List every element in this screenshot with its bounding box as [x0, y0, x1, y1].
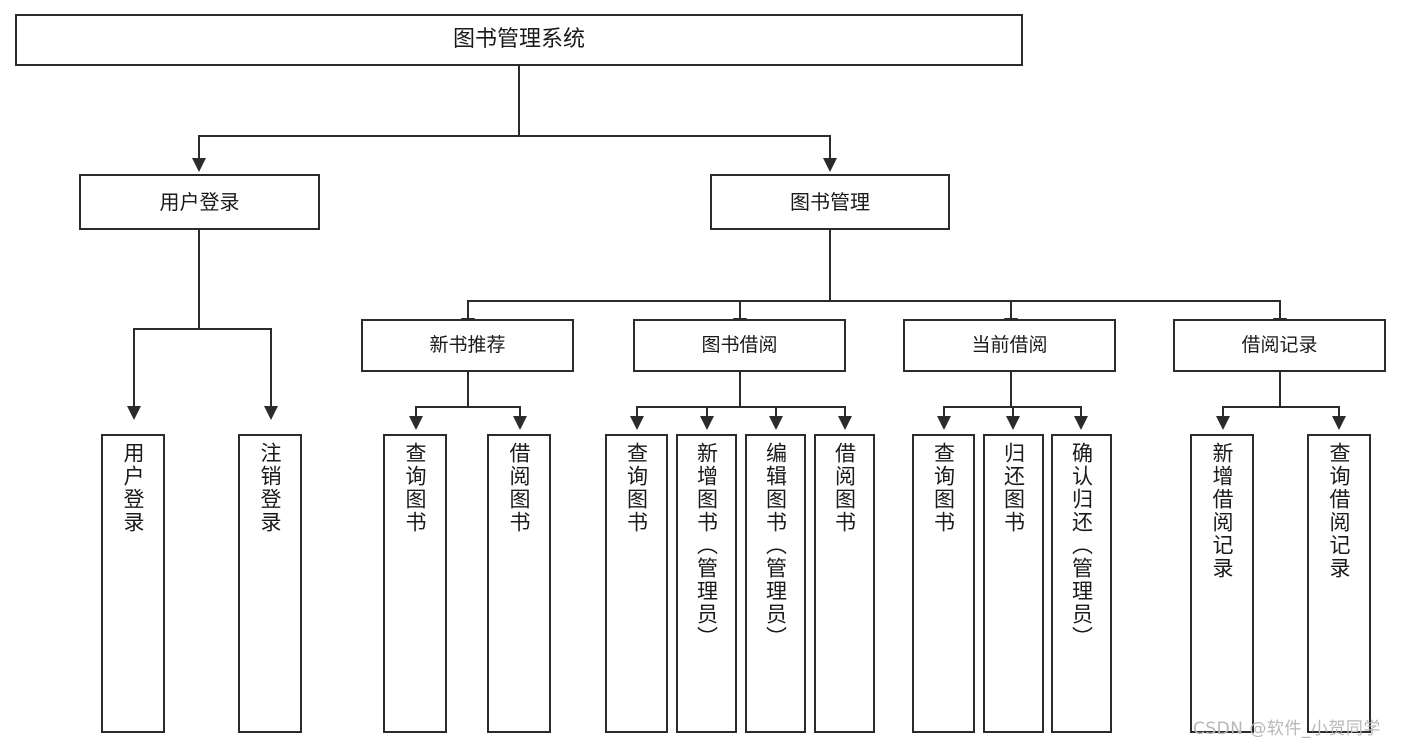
- arrowhead-borrow-borrow-book: [838, 416, 852, 430]
- leaf-borrow-query-book[interactable]: 查询图书: [605, 434, 668, 733]
- leaf-label: 查询图书: [931, 442, 956, 534]
- leaf-record-query[interactable]: 查询借阅记录: [1307, 434, 1371, 733]
- connector-user-login-stem: [198, 230, 200, 330]
- connector-current-drop-1: [943, 406, 945, 420]
- leaf-current-confirm-return[interactable]: 确认归还（管理员）: [1051, 434, 1112, 733]
- leaf-borrow-borrow-book[interactable]: 借阅图书: [814, 434, 875, 733]
- arrowhead-record-query: [1332, 416, 1346, 430]
- arrowhead-record-add: [1216, 416, 1230, 430]
- arrowhead-current-return-book: [1006, 416, 1020, 430]
- connector-borrow-bus: [636, 406, 845, 408]
- leaf-borrow-edit-book[interactable]: 编辑图书（管理员）: [745, 434, 806, 733]
- node-book-management[interactable]: 图书管理: [710, 174, 950, 230]
- connector-borrow-drop-1: [636, 406, 638, 420]
- leaf-label: 查询图书: [624, 442, 649, 534]
- leaf-label: 归还图书: [1001, 442, 1026, 534]
- leaf-label: 借阅图书: [832, 442, 857, 534]
- node-label: 新书推荐: [429, 333, 506, 356]
- connector-borrow-drop-2: [706, 406, 708, 420]
- leaf-record-add[interactable]: 新增借阅记录: [1190, 434, 1254, 733]
- arrowhead-leaf-user-login: [127, 406, 141, 420]
- connector-borrow-drop-4: [844, 406, 846, 420]
- leaf-label: 确认归还（管理员）: [1069, 442, 1094, 649]
- arrowhead-borrow-edit-book: [769, 416, 783, 430]
- leaf-label: 编辑图书（管理员）: [763, 442, 788, 649]
- leaf-current-query-book[interactable]: 查询图书: [912, 434, 975, 733]
- node-label: 借阅记录: [1241, 333, 1318, 356]
- leaf-recommend-borrow-book[interactable]: 借阅图书: [487, 434, 551, 733]
- node-book-borrow[interactable]: 图书借阅: [633, 319, 846, 372]
- connector-recommend-bus: [415, 406, 521, 408]
- leaf-label: 查询借阅记录: [1327, 442, 1352, 580]
- leaf-label: 注销登录: [258, 442, 283, 534]
- node-label: 当前借阅: [971, 333, 1048, 356]
- connector-root-bus: [198, 135, 830, 137]
- node-label: 图书管理: [790, 189, 870, 214]
- connector-recommend-drop-1: [415, 406, 417, 420]
- connector-book-mgmt-drop-2: [739, 300, 741, 320]
- node-label: 用户登录: [159, 189, 240, 214]
- node-new-book-recommend[interactable]: 新书推荐: [361, 319, 574, 372]
- node-root-book-management-system[interactable]: 图书管理系统: [15, 14, 1023, 66]
- leaf-label: 新增借阅记录: [1210, 442, 1235, 580]
- leaf-current-return-book[interactable]: 归还图书: [983, 434, 1044, 733]
- connector-record-bus: [1222, 406, 1339, 408]
- arrowhead-current-confirm-return: [1074, 416, 1088, 430]
- connector-book-mgmt-stem: [829, 230, 831, 302]
- arrowhead-user-login: [192, 158, 206, 172]
- node-label: 图书借阅: [701, 333, 778, 356]
- connector-recommend-stem: [467, 372, 469, 408]
- connector-record-drop-2: [1338, 406, 1340, 420]
- node-borrow-record[interactable]: 借阅记录: [1173, 319, 1386, 372]
- connector-user-login-drop-2: [270, 328, 272, 410]
- connector-root-drop-right: [829, 135, 831, 160]
- arrowhead-leaf-logout: [264, 406, 278, 420]
- arrowhead-recommend-query-book: [409, 416, 423, 430]
- connector-root-drop-left: [198, 135, 200, 160]
- leaf-recommend-query-book[interactable]: 查询图书: [383, 434, 447, 733]
- connector-book-mgmt-drop-4: [1279, 300, 1281, 320]
- leaf-label: 查询图书: [403, 442, 428, 534]
- connector-user-login-drop-1: [133, 328, 135, 410]
- connector-current-stem: [1010, 372, 1012, 408]
- leaf-logout[interactable]: 注销登录: [238, 434, 302, 733]
- connector-user-login-bus: [133, 328, 272, 330]
- connector-borrow-drop-3: [775, 406, 777, 420]
- connector-book-mgmt-drop-1: [467, 300, 469, 320]
- leaf-label: 借阅图书: [507, 442, 532, 534]
- csdn-watermark: CSDN @软件_小贺同学: [1193, 719, 1381, 739]
- node-current-borrow[interactable]: 当前借阅: [903, 319, 1116, 372]
- arrowhead-current-query-book: [937, 416, 951, 430]
- connector-book-mgmt-drop-3: [1010, 300, 1012, 320]
- node-label: 图书管理系统: [452, 27, 585, 53]
- connector-current-drop-2: [1012, 406, 1014, 420]
- connector-current-drop-3: [1080, 406, 1082, 420]
- connector-record-stem: [1279, 372, 1281, 408]
- connector-borrow-stem: [739, 372, 741, 408]
- leaf-borrow-add-book[interactable]: 新增图书（管理员）: [676, 434, 737, 733]
- connector-root-stem: [518, 66, 520, 136]
- leaf-user-login[interactable]: 用户登录: [101, 434, 165, 733]
- connector-record-drop-1: [1222, 406, 1224, 420]
- leaf-label: 新增图书（管理员）: [694, 442, 719, 649]
- leaf-label: 用户登录: [121, 442, 146, 534]
- arrowhead-borrow-query-book: [630, 416, 644, 430]
- arrowhead-borrow-add-book: [700, 416, 714, 430]
- connector-recommend-drop-2: [519, 406, 521, 420]
- connector-book-mgmt-bus: [467, 300, 1280, 302]
- arrowhead-book-management: [823, 158, 837, 172]
- node-user-login[interactable]: 用户登录: [79, 174, 320, 230]
- arrowhead-recommend-borrow-book: [513, 416, 527, 430]
